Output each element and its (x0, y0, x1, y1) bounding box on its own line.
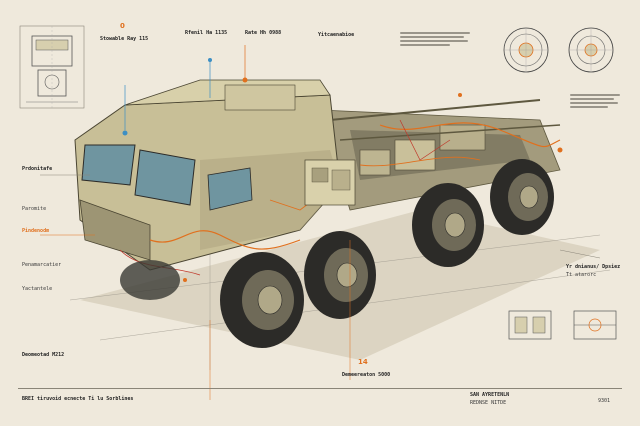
footer-left-text: BREI tiruvoid ecnecte Ti lu Sorblines (22, 396, 134, 402)
wheel-mid-rear (412, 183, 484, 267)
wheel-rear (490, 159, 554, 235)
footer-right-a: SAN AYRETENLN (470, 392, 510, 398)
wheel-detail-right (568, 27, 614, 73)
label-left-d: Penamarcatier (22, 262, 62, 268)
wheel-mid-front (304, 231, 376, 319)
wheel-front (220, 252, 304, 348)
wheel-hidden-left (120, 260, 180, 300)
footer-right-b: REDNSE NITDE (470, 400, 507, 406)
label-left-b: Paromite (22, 206, 47, 212)
footer-rule (18, 388, 622, 389)
rear-axle-schematic (508, 310, 552, 340)
label-right-a: Yr dnianus/ Dpsiez (566, 264, 621, 270)
label-top-c: Rate Hh 0988 (245, 30, 282, 36)
front-elevation-schematic (19, 25, 85, 109)
spec-text-block-2 (570, 92, 620, 110)
wheel-detail-left (503, 27, 549, 73)
label-top-d: Yitcaenabioe (318, 32, 355, 38)
label-left-g: Deomeotad M212 (22, 352, 65, 358)
spec-text-block-1 (400, 30, 470, 48)
label-left-e: Yactantele (22, 286, 53, 292)
callout-number-bottom: 14 (358, 358, 368, 366)
label-left-c: Pindenodm (22, 228, 50, 234)
callout-number-top: 0 (120, 22, 125, 30)
label-left-a: Prdonitafe (22, 166, 53, 172)
side-panel-schematic (573, 310, 617, 340)
label-bottom-a: Demeereaton 5000 (342, 372, 391, 378)
label-top-b: Rfenil Ha 1135 (185, 30, 228, 36)
label-right-b: Tt atarorc (566, 272, 597, 278)
label-top-a: Stowable Ray 115 (100, 36, 149, 42)
footer-right-c: 9301 (598, 398, 611, 404)
